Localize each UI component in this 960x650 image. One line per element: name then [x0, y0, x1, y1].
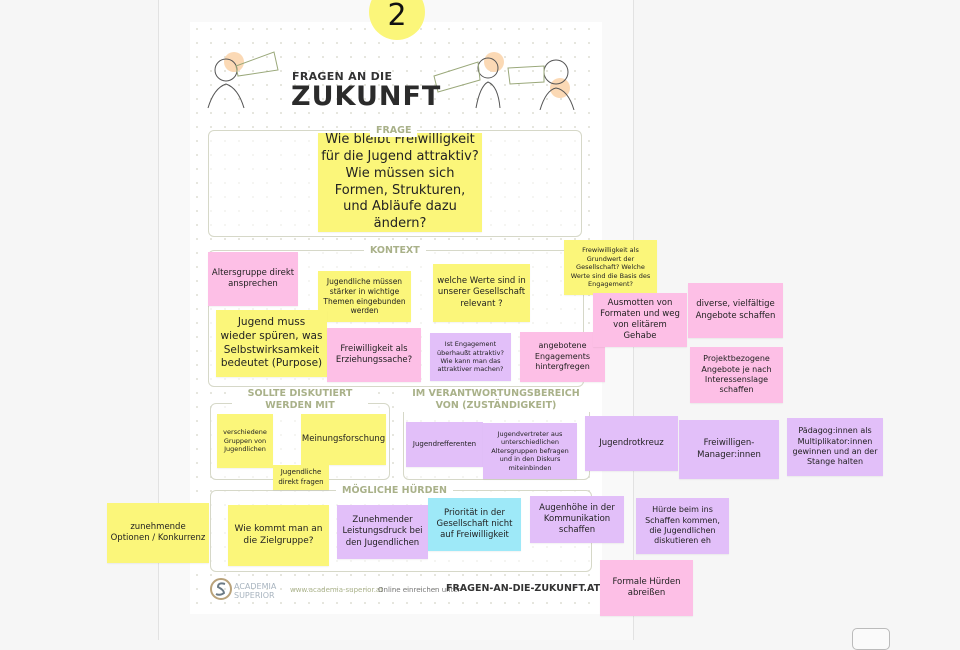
- footer-website: www.academia-superior.at: [290, 586, 383, 594]
- section-label-huerden: MÖGLICHE HÜRDEN: [336, 485, 453, 497]
- sticky-note[interactable]: angebotene Engagements hintergfregen: [520, 332, 605, 382]
- toolbar-button[interactable]: [852, 628, 890, 650]
- sticky-note[interactable]: Jugendliche direkt fragen: [273, 465, 329, 490]
- academia-superior-logo-icon: [210, 578, 232, 600]
- poster-title-small: FRAGEN AN DIE: [292, 70, 393, 83]
- sticky-note[interactable]: Jugendrefferenten: [406, 422, 483, 467]
- sticky-note[interactable]: zunehmende Optionen / Konkurrenz: [107, 503, 209, 563]
- sticky-note[interactable]: Augenhöhe in der Kommunikation schaffen: [530, 496, 624, 543]
- sticky-note[interactable]: Freiwilligkeit als Erziehungssache?: [327, 328, 421, 382]
- sticky-note[interactable]: Meinungsforschung: [301, 414, 386, 465]
- sticky-note[interactable]: Priorität in der Gesellschaft nicht auf …: [428, 498, 521, 551]
- sticky-note[interactable]: Freiwilligen-Manager:innen: [679, 420, 779, 479]
- sticky-note[interactable]: Jugend muss wieder spüren, was Selbstwir…: [216, 310, 327, 377]
- sticky-note[interactable]: verschiedene Gruppen von Jugendlichen: [217, 414, 273, 468]
- sticky-note[interactable]: Jugendvertreter aus unterschiedlichen Al…: [483, 423, 577, 479]
- sticky-note-question[interactable]: Wie bleibt Freiwilligkeit für die Jugend…: [318, 132, 482, 232]
- footer-logo-text: ACADEMIA SUPERIOR: [234, 582, 277, 600]
- sticky-note[interactable]: Frewiwilligkeit als Grundwert der Gesell…: [564, 240, 657, 295]
- sticky-note[interactable]: Ausmotten von Formaten und weg von elitä…: [593, 293, 687, 347]
- sticky-note[interactable]: Zunehmender Leistungsdruck bei den Jugen…: [337, 505, 428, 559]
- sticky-note[interactable]: Hürde beim ins Schaffen kommen, die Juge…: [636, 498, 729, 554]
- sticky-note[interactable]: Pädagog:innen als Multiplikator:innen ge…: [787, 418, 883, 476]
- footer-submit-url: FRAGEN-AN-DIE-ZUKUNFT.AT: [446, 583, 601, 594]
- section-label-kontext: KONTEXT: [364, 245, 426, 257]
- sticky-note[interactable]: welche Werte sind in unserer Gesellschaf…: [433, 264, 530, 322]
- sticky-note[interactable]: Altersgruppe direkt ansprechen: [208, 252, 298, 306]
- section-label-verantwortung: IM VERANTWORTUNGSBEREICH VON (ZUSTÄNDIGK…: [398, 388, 594, 412]
- section-label-frage: FRAGE: [370, 125, 418, 137]
- sticky-note[interactable]: Ist Engagement überhaußt attraktiv? Wie …: [430, 333, 511, 381]
- poster-title-big: ZUKUNFT: [291, 81, 442, 112]
- illustration-right-icon: [433, 52, 575, 110]
- sticky-note[interactable]: Wie kommt man an die Zielgruppe?: [228, 505, 329, 566]
- sticky-note[interactable]: Jugendliche müssen stärker in wichtige T…: [318, 271, 411, 322]
- sticky-note[interactable]: Formale Hürden abreißen: [600, 560, 693, 616]
- footer-submit-label: Online einreichen unter: [378, 586, 461, 594]
- sticky-note[interactable]: Projektbezogene Angebote je nach Interes…: [690, 347, 783, 403]
- sticky-note[interactable]: diverse, vielfältige Angebote schaffen: [688, 283, 783, 338]
- section-label-sollte: SOLLTE DISKUTIERT WERDEN MIT: [232, 388, 368, 412]
- illustration-left-icon: [207, 51, 279, 109]
- sticky-note[interactable]: Jugendrotkreuz: [585, 416, 678, 471]
